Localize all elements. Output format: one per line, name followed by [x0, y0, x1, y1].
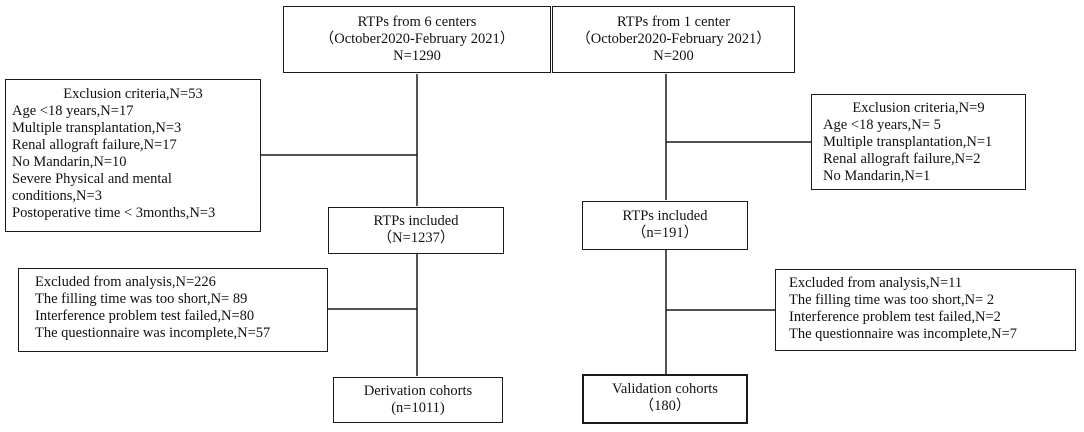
left-exclusion-item: Multiple transplantation,N=3: [12, 120, 182, 136]
left-exclusion-item: Postoperative time < 3months,N=3: [12, 205, 216, 221]
right-source-count: N=200: [653, 48, 694, 64]
right-excluded-analysis-item: The filling time was too short,N= 2: [789, 292, 995, 308]
left-excluded-analysis-box: Excluded from analysis,N=226 The filling…: [18, 268, 328, 352]
right-exclusion-item: Multiple transplantation,N=1: [823, 134, 993, 150]
left-excluded-analysis-item: Interference problem test failed,N=80: [35, 308, 255, 324]
left-cohort-box: Derivation cohorts (n=1011): [333, 377, 503, 423]
right-cohort-box: Validation cohorts （180）: [582, 374, 748, 424]
left-source-period: （October2020-February 2021）: [319, 31, 515, 47]
right-included-title: RTPs included: [622, 208, 708, 224]
left-included-count: （N=1237）: [377, 230, 455, 246]
left-excluded-analysis-item: Excluded from analysis,N=226: [35, 274, 216, 290]
left-included-box: RTPs included （N=1237）: [328, 207, 504, 254]
right-excluded-analysis-item: Interference problem test failed,N=2: [789, 309, 1001, 325]
left-excluded-analysis-item: The filling time was too short,N= 89: [35, 291, 248, 307]
right-exclusion-item: Renal allograft failure,N=2: [823, 151, 981, 167]
left-cohort-count: (n=1011): [391, 400, 445, 416]
left-cohort-title: Derivation cohorts: [363, 383, 473, 399]
left-exclusion-item: Age <18 years,N=17: [12, 103, 134, 119]
right-excluded-analysis-item: The questionnaire was incomplete,N=7: [789, 326, 1018, 342]
left-exclusion-item: Renal allograft failure,N=17: [12, 137, 177, 153]
left-exclusion-item: No Mandarin,N=10: [12, 154, 127, 170]
right-excluded-analysis-box: Excluded from analysis,N=11 The filling …: [775, 269, 1076, 351]
left-exclusion-item: conditions,N=3: [12, 188, 102, 204]
right-exclusion-item: Age <18 years,N= 5: [823, 117, 941, 133]
right-source-box: RTPs from 1 center （October2020-February…: [552, 6, 795, 73]
left-source-count: N=1290: [393, 48, 441, 64]
left-excluded-analysis-item: The questionnaire was incomplete,N=57: [35, 325, 271, 341]
left-source-title: RTPs from 6 centers: [357, 14, 477, 30]
left-exclusion-box: Exclusion criteria,N=53 Age <18 years,N=…: [5, 79, 261, 232]
left-exclusion-item: Severe Physical and mental: [12, 171, 172, 187]
left-exclusion-title: Exclusion criteria,N=53: [63, 86, 203, 102]
right-included-count: （n=191）: [631, 225, 699, 241]
right-exclusion-box: Exclusion criteria,N=9 Age <18 years,N= …: [811, 94, 1026, 190]
right-included-box: RTPs included （n=191）: [582, 201, 748, 250]
left-included-title: RTPs included: [373, 213, 459, 229]
right-source-title: RTPs from 1 center: [616, 14, 731, 30]
right-cohort-count: （180）: [639, 398, 691, 414]
left-source-box: RTPs from 6 centers （October2020-Februar…: [283, 6, 551, 73]
right-exclusion-item: No Mandarin,N=1: [823, 168, 931, 184]
right-source-period: （October2020-February 2021）: [576, 31, 771, 47]
right-exclusion-title: Exclusion criteria,N=9: [852, 100, 985, 116]
right-cohort-title: Validation cohorts: [612, 381, 718, 397]
right-excluded-analysis-item: Excluded from analysis,N=11: [789, 275, 963, 291]
